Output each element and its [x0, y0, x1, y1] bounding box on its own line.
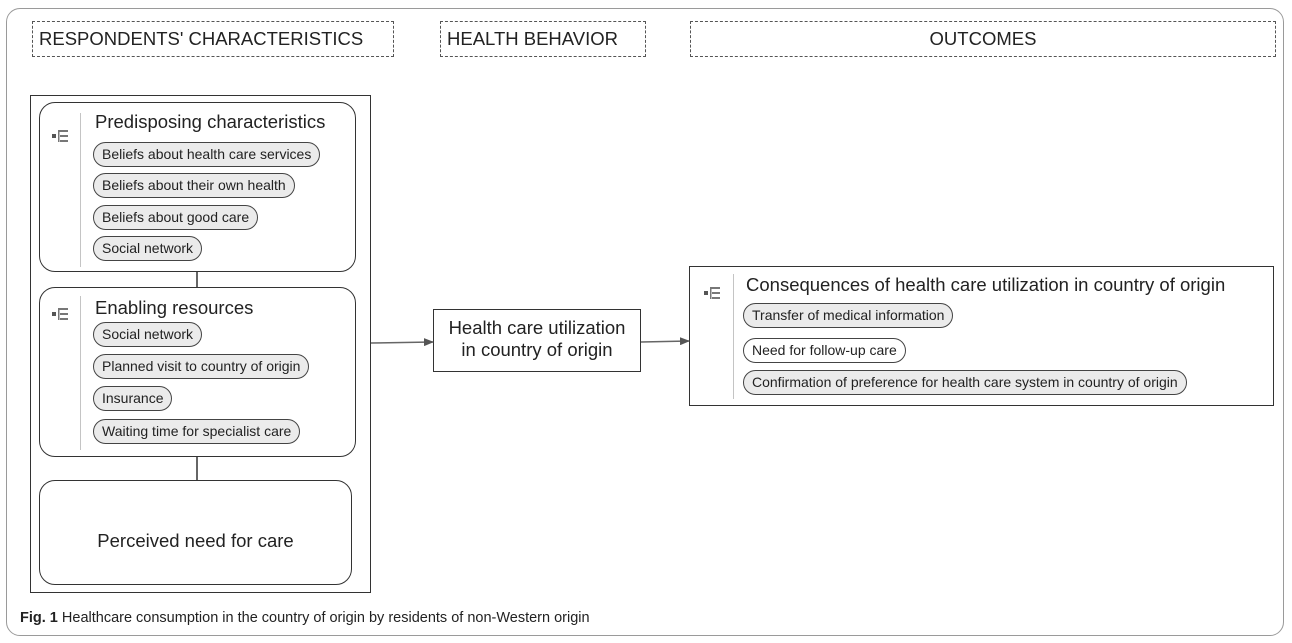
- consequences-title: Consequences of health care utilization …: [746, 274, 1226, 295]
- list-item: Social network: [93, 236, 203, 261]
- enabling-title: Enabling resources: [95, 297, 254, 318]
- hierarchy-icon: [52, 308, 68, 320]
- list-item: Planned visit to country of origin: [93, 354, 310, 379]
- perceived-need-title: Perceived need for care: [97, 530, 294, 551]
- hierarchy-icon: [704, 287, 720, 299]
- header-outcomes: OUTCOMES: [690, 21, 1276, 57]
- hierarchy-icon: [52, 130, 68, 142]
- header-respondents-characteristics: RESPONDENTS' CHARACTERISTICS: [32, 21, 394, 57]
- figure-label: Fig. 1: [20, 610, 58, 626]
- predisposing-title: Predisposing characteristics: [95, 111, 326, 132]
- health-care-utilization-box: Health care utilization in country of or…: [433, 309, 641, 372]
- list-item: Need for follow-up care: [743, 338, 906, 363]
- predisposing-characteristics-box: Predisposing characteristics Beliefs abo…: [39, 102, 356, 272]
- arrow-to-utilization: [370, 338, 434, 347]
- list-item: Beliefs about good care: [93, 205, 259, 230]
- consequences-box: Consequences of health care utilization …: [689, 266, 1274, 406]
- figure-frame: [6, 8, 1284, 636]
- list-item: Waiting time for specialist care: [93, 419, 301, 444]
- list-item: Beliefs about health care services: [93, 142, 321, 167]
- arrow-to-consequences: [640, 337, 690, 346]
- tree-guide-line: [733, 274, 734, 399]
- list-item: Beliefs about their own health: [93, 173, 295, 198]
- figure-caption: Fig. 1 Healthcare consumption in the cou…: [20, 610, 590, 626]
- list-item: Insurance: [93, 386, 173, 411]
- health-care-utilization-line2: in country of origin: [461, 339, 613, 360]
- perceived-need-box: Perceived need for care: [39, 480, 352, 585]
- tree-guide-line: [80, 113, 81, 267]
- list-item: Transfer of medical information: [743, 303, 954, 328]
- connector-line: [196, 457, 198, 480]
- tree-guide-line: [80, 296, 81, 450]
- respondents-characteristics-container: Predisposing characteristics Beliefs abo…: [30, 95, 371, 593]
- figure-caption-text: Healthcare consumption in the country of…: [57, 610, 590, 626]
- header-health-behavior: HEALTH BEHAVIOR: [440, 21, 646, 57]
- health-care-utilization-line1: Health care utilization: [448, 317, 626, 338]
- connector-line: [196, 272, 198, 287]
- enabling-resources-box: Enabling resources Social network Planne…: [39, 287, 356, 457]
- list-item: Social network: [93, 322, 203, 347]
- list-item: Confirmation of preference for health ca…: [743, 370, 1187, 395]
